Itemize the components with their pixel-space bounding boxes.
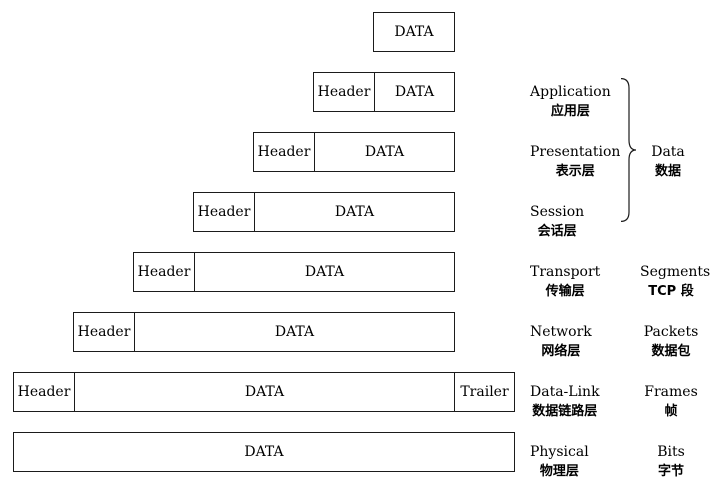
layer-name-en: Presentation xyxy=(530,144,621,160)
header-box: Header xyxy=(77,324,131,340)
group-label-data: Data 数据 xyxy=(648,142,688,182)
layer-name-application: Application 应用层 xyxy=(530,82,611,122)
pdu-name-en: Bits xyxy=(657,444,685,460)
layer-name-zh: 物理层 xyxy=(539,464,579,479)
layer-name-zh: 数据链路层 xyxy=(532,404,598,419)
layer-name-zh: 传输层 xyxy=(545,284,585,299)
group-label-en: Data xyxy=(651,144,685,160)
layer-name-zh: 网络层 xyxy=(541,344,581,359)
layer-name-zh: 会话层 xyxy=(537,224,577,239)
header-box: Header xyxy=(137,264,191,280)
header-box: Header xyxy=(317,84,371,100)
layer-name-network: Network 网络层 xyxy=(530,322,592,362)
layer-name-en: Transport xyxy=(530,264,601,280)
row-transport: Header DATA xyxy=(133,252,455,292)
row-network: Header DATA xyxy=(73,312,455,352)
layer-name-presentation: Presentation 表示层 xyxy=(530,142,620,182)
layer-name-datalink: Data-Link 数据链路层 xyxy=(530,382,600,422)
pdu-name-zh: TCP 段 xyxy=(648,284,694,299)
data-box: DATA xyxy=(244,444,284,460)
pdu-name-frames: Frames 帧 xyxy=(640,382,702,422)
pdu-name-en: Segments xyxy=(640,264,711,280)
layer-name-en: Network xyxy=(530,324,592,340)
pdu-name-zh: 数据包 xyxy=(651,344,691,359)
row-application: Header DATA xyxy=(313,72,455,112)
pdu-name-packets: Packets 数据包 xyxy=(640,322,702,362)
data-box: DATA xyxy=(374,73,454,111)
data-box: DATA xyxy=(254,193,454,231)
header-box: Header xyxy=(197,204,251,220)
pdu-name-en: Packets xyxy=(643,324,699,340)
layer-name-en: Application xyxy=(530,84,611,100)
data-box: DATA xyxy=(194,253,454,291)
layer-name-en: Data-Link xyxy=(530,384,600,400)
group-label-zh: 数据 xyxy=(654,164,681,179)
pdu-name-segments: Segments TCP 段 xyxy=(640,262,711,302)
row-session: Header DATA xyxy=(193,192,455,232)
layer-name-session: Session 会话层 xyxy=(530,202,584,242)
row-data-top: DATA xyxy=(373,12,455,52)
row-datalink: Header DATA Trailer xyxy=(13,372,515,412)
data-box: DATA xyxy=(314,133,454,171)
layer-name-en: Session xyxy=(530,204,585,220)
trailer-box: Trailer xyxy=(454,373,514,411)
layer-name-en: Physical xyxy=(530,444,589,460)
header-box: Header xyxy=(17,384,71,400)
data-box: DATA xyxy=(394,24,434,40)
row-physical: DATA xyxy=(13,432,515,472)
row-presentation: Header DATA xyxy=(253,132,455,172)
pdu-name-zh: 字节 xyxy=(657,464,684,479)
group-brace xyxy=(620,78,637,222)
layer-name-zh: 应用层 xyxy=(550,104,590,119)
layer-name-zh: 表示层 xyxy=(555,164,595,179)
header-box: Header xyxy=(257,144,311,160)
pdu-name-zh: 帧 xyxy=(664,404,678,419)
layer-name-physical: Physical 物理层 xyxy=(530,442,589,482)
data-box: DATA xyxy=(134,313,454,351)
data-box: DATA xyxy=(74,373,454,411)
pdu-name-bits: Bits 字节 xyxy=(640,442,702,482)
pdu-name-en: Frames xyxy=(644,384,698,400)
layer-name-transport: Transport 传输层 xyxy=(530,262,600,302)
